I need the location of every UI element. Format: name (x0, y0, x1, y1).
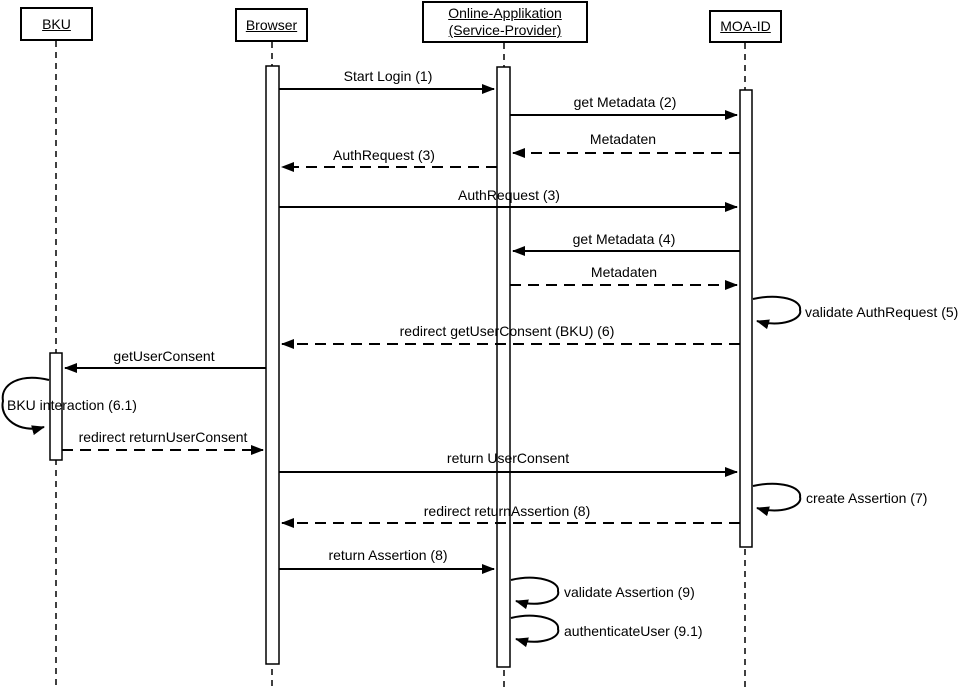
message-label-redirect-returnassertion: redirect returnAssertion (8) (423, 503, 591, 519)
actor-label-bku: BKU (42, 15, 71, 32)
activation-bar-online-app (496, 66, 511, 668)
message-label-metadaten-1: Metadaten (589, 131, 657, 147)
actor-box-browser: Browser (235, 8, 308, 42)
activation-bars (49, 65, 753, 668)
message-label-authenticateuser: authenticateUser (9.1) (564, 623, 703, 639)
self-loop-validate-assertion (510, 576, 560, 610)
message-label-redirect-returnuserconsent: redirect returnUserConsent (78, 429, 248, 445)
message-label-bku-interaction: BKU interaction (6.1) (7, 397, 137, 413)
activation-bar-bku (49, 352, 63, 461)
message-label-redirect-getuserconsent: redirect getUserConsent (BKU) (6) (399, 323, 615, 339)
actor-box-moa-id: MOA-ID (709, 10, 782, 43)
message-label-return-userconsent: return UserConsent (446, 450, 570, 466)
activation-bar-browser (265, 65, 280, 665)
self-loop-validate-authrequest (752, 295, 802, 330)
activation-bar-moa-id (739, 89, 753, 548)
message-label-validate-assertion: validate Assertion (9) (564, 584, 695, 600)
self-loop-create-assertion (752, 482, 802, 517)
message-label-get-metadata-4: get Metadata (4) (572, 231, 676, 247)
self-loop-authenticateuser (510, 614, 560, 648)
message-label-validate-authrequest: validate AuthRequest (5) (805, 304, 959, 320)
actor-label-browser: Browser (245, 16, 298, 33)
actor-label-moa-id: MOA-ID (720, 18, 771, 34)
message-label-getuserconsent: getUserConsent (113, 348, 215, 364)
message-label-authrequest-solid: AuthRequest (3) (458, 187, 560, 203)
message-label-start-login: Start Login (1) (343, 68, 433, 84)
message-label-metadaten-2: Metadaten (590, 264, 658, 280)
actor-box-bku: BKU (20, 7, 93, 41)
message-label-authrequest-dashed: AuthRequest (3) (333, 147, 435, 163)
message-label-create-assertion: create Assertion (7) (806, 490, 928, 506)
self-loop-bku-interaction (1, 376, 50, 436)
message-arrows (1, 84, 802, 648)
message-label-get-metadata-2: get Metadata (2) (573, 94, 677, 110)
actor-box-online-app: Online-Applikation (Service-Provider) (422, 1, 588, 43)
actor-label-online-app: Online-Applikation (Service-Provider) (448, 5, 562, 38)
message-label-return-assertion: return Assertion (8) (328, 547, 448, 563)
